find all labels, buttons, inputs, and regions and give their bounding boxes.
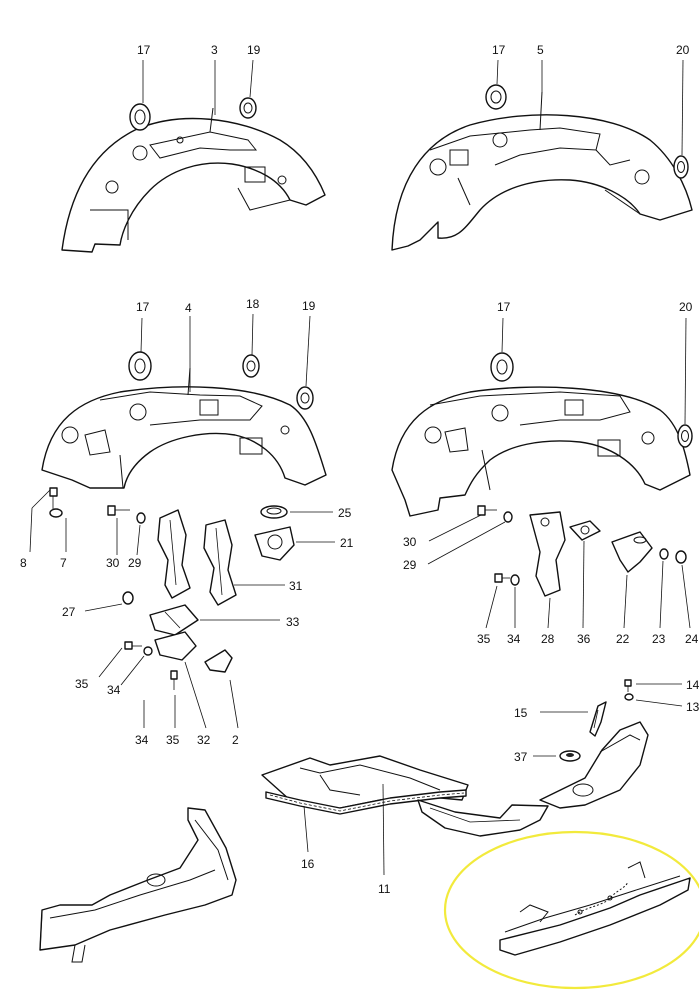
label-2: 2: [232, 733, 239, 747]
label-35-left: 35: [75, 677, 89, 691]
label-5: 5: [537, 43, 544, 57]
nut-27: [122, 591, 134, 605]
washer-34-left: [143, 646, 153, 656]
label-30-left: 30: [106, 556, 120, 570]
nut-24: [675, 550, 687, 564]
seal-ring-19-panel-3: [239, 97, 257, 119]
seal-ring-20-panel-5: [673, 155, 689, 179]
label-24: 24: [685, 632, 699, 646]
label-20-panel-6: 20: [679, 300, 693, 314]
gasket-36: [569, 520, 601, 541]
seal-ring-19-panel-4: [296, 386, 314, 410]
seal-ring-17-panel-5: [485, 84, 507, 110]
screw-35-left: [124, 641, 142, 650]
label-33: 33: [286, 615, 300, 629]
washer-23: [659, 548, 669, 560]
part-4-engine-shroud-left-alt: [41, 367, 327, 489]
clip-2: [204, 649, 233, 673]
bolt-30-right: [477, 505, 497, 516]
air-guide-left: [39, 807, 237, 963]
flange-21: [254, 526, 295, 561]
bracket-31: [157, 509, 237, 606]
label-36: 36: [577, 632, 591, 646]
label-17-panel-3: 17: [137, 43, 151, 57]
part-5-engine-shroud-right: [391, 91, 693, 251]
label-17-panel-4: 17: [136, 300, 150, 314]
label-11: 11: [378, 882, 391, 896]
seal-strip-16: [265, 789, 467, 815]
label-22: 22: [616, 632, 630, 646]
seal-ring-18: [242, 354, 260, 378]
label-17-panel-5: 17: [492, 43, 506, 57]
label-34-left: 34: [107, 683, 121, 697]
grommet-37: [559, 750, 581, 762]
label-23: 23: [652, 632, 666, 646]
label-30-right: 30: [403, 535, 417, 549]
seal-ring-17-panel-3: [129, 103, 151, 131]
label-29-left: 29: [128, 556, 142, 570]
label-3: 3: [211, 43, 218, 57]
label-18: 18: [246, 297, 260, 311]
label-29-right: 29: [403, 558, 417, 572]
label-16: 16: [301, 857, 315, 871]
label-31: 31: [289, 579, 303, 593]
label-27: 27: [62, 605, 76, 619]
screw-14: [624, 679, 632, 692]
label-34-bottom: 34: [135, 733, 149, 747]
nut-34-right: [510, 574, 520, 586]
label-14: 14: [686, 678, 699, 692]
label-8: 8: [20, 556, 27, 570]
bolt-30-left: [107, 505, 130, 516]
washer-13: [624, 693, 634, 701]
label-21: 21: [340, 536, 354, 550]
seal-ring-17-panel-6: [490, 352, 514, 382]
seal-ring-17-panel-4: [128, 351, 152, 381]
label-37: 37: [514, 750, 528, 764]
elbow-22: [611, 531, 653, 573]
washer-29-left: [136, 512, 146, 524]
air-guide-right: [539, 721, 649, 809]
highlight-ellipse: [443, 830, 699, 990]
label-20-panel-5: 20: [676, 43, 690, 57]
washer-7: [49, 508, 63, 518]
label-7: 7: [60, 556, 67, 570]
label-19-panel-4: 19: [302, 299, 316, 313]
bracket-32: [154, 631, 197, 661]
washer-29-right: [503, 511, 513, 523]
bracket-28: [529, 511, 566, 597]
deflector-curved: [417, 799, 549, 837]
part-3-engine-shroud-left: [61, 107, 326, 253]
label-35-right: 35: [477, 632, 491, 646]
label-34-right: 34: [507, 632, 521, 646]
grommet-25: [260, 505, 288, 519]
label-17-panel-6: 17: [497, 300, 511, 314]
part-engine-shroud-right-alt: [391, 386, 691, 517]
bolt-8: [49, 487, 58, 510]
label-4: 4: [185, 301, 192, 315]
seal-strip-15: [589, 701, 607, 737]
label-32: 32: [197, 733, 211, 747]
label-19-panel-3: 19: [247, 43, 261, 57]
label-15: 15: [514, 706, 528, 720]
bracket-33: [149, 604, 199, 636]
label-28: 28: [541, 632, 555, 646]
label-25: 25: [338, 506, 352, 520]
highlighted-plate: [499, 861, 691, 956]
seal-ring-20-panel-6: [677, 424, 693, 448]
label-35-bottom: 35: [166, 733, 180, 747]
label-13: 13: [686, 700, 699, 714]
screw-35-right: [494, 573, 510, 583]
screw-35-vertical: [170, 670, 178, 690]
